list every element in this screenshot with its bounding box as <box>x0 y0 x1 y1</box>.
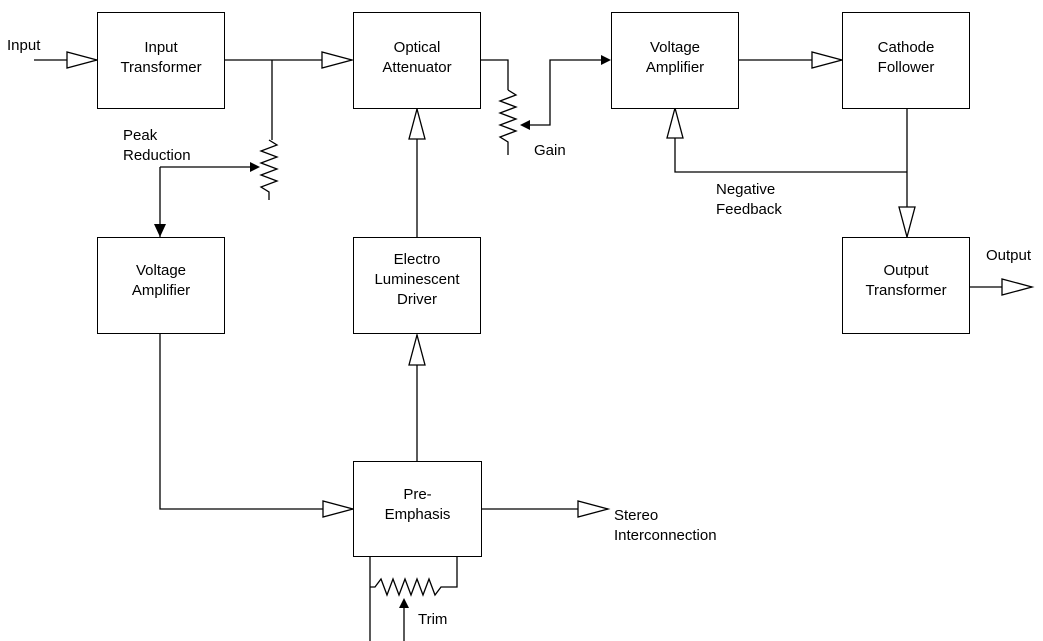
negative-feedback-label: Negative Feedback <box>716 180 782 220</box>
arrow-el-in <box>408 332 426 366</box>
arrow-va-top-in <box>601 55 611 65</box>
block-line: Luminescent <box>374 271 460 288</box>
trim-network <box>369 557 458 641</box>
arrow-cf-in <box>811 51 845 69</box>
block-line: Electro <box>393 251 441 268</box>
block-line: Emphasis <box>384 506 451 523</box>
block-line: Amplifier <box>645 59 705 76</box>
block-line: Voltage <box>649 39 701 56</box>
label-line: Interconnection <box>614 527 717 544</box>
trim-wiper-arrowhead <box>399 598 409 608</box>
input-label: Input <box>7 37 41 54</box>
block-line: Voltage <box>135 262 187 279</box>
block-line: Follower <box>877 59 935 76</box>
output-transformer-block: Output Transformer <box>842 237 970 334</box>
block-line: Optical <box>393 39 441 56</box>
output-label: Output <box>986 247 1032 264</box>
wire-oa-to-gain <box>481 59 509 90</box>
peak-wiper-arrowhead <box>250 162 260 172</box>
arrow-pe-in <box>322 500 356 518</box>
optical-attenuator-block: Optical Attenuator <box>353 12 481 109</box>
label-line: Stereo <box>614 507 659 524</box>
label-line: Feedback <box>716 201 782 218</box>
arrow-output <box>1001 278 1035 296</box>
arrow-va-left-in <box>154 224 166 237</box>
block-line: Transformer <box>865 282 947 299</box>
block-line: Output <box>883 262 929 279</box>
block-line: Attenuator <box>382 59 452 76</box>
cathode-follower-block: Cathode Follower <box>842 12 970 109</box>
wire-neg-feedback <box>674 108 907 173</box>
gain-label: Gain <box>534 142 566 159</box>
pre-emphasis-block: Pre- Emphasis <box>353 461 482 557</box>
stereo-interconnection-label: Stereo Interconnection <box>614 506 717 546</box>
arrow-va-top-fb <box>666 105 684 139</box>
input-transformer-block: Input Transformer <box>97 12 225 109</box>
arrow-input <box>66 51 100 69</box>
arrow-stereo <box>577 500 611 518</box>
voltage-amplifier-left-block: Voltage Amplifier <box>97 237 225 334</box>
label-line: Peak <box>123 127 158 144</box>
arrow-ot-in <box>898 206 916 240</box>
gain-wiper-arrowhead <box>520 120 530 130</box>
arrow-oa-in <box>321 51 355 69</box>
peak-reduction-label: Peak Reduction <box>123 126 191 166</box>
voltage-amplifier-top-block: Voltage Amplifier <box>611 12 739 109</box>
block-line: Input <box>144 39 178 56</box>
gain-resistor <box>498 89 518 155</box>
trim-label: Trim <box>418 611 448 628</box>
arrow-oa-from-el <box>408 106 426 140</box>
wire-va-left-to-pe <box>159 334 353 510</box>
electro-luminescent-driver-block: Electro Luminescent Driver <box>353 237 481 334</box>
block-line: Amplifier <box>131 282 191 299</box>
label-line: Reduction <box>123 147 191 164</box>
wire-gain-wiper <box>525 59 608 126</box>
peak-reduction-resistor <box>259 139 279 200</box>
label-line: Negative <box>716 181 776 198</box>
block-line: Cathode <box>877 39 935 56</box>
block-line: Pre- <box>403 486 432 503</box>
block-line: Driver <box>397 291 437 308</box>
block-line: Transformer <box>120 59 202 76</box>
